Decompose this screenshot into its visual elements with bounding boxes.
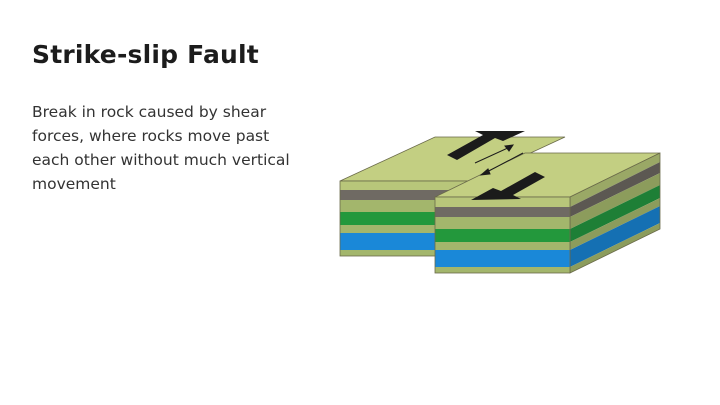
fault-slip-arrows [474, 144, 524, 176]
back-arrow [447, 131, 525, 160]
front-block-front-strata [434, 196, 571, 274]
strike-slip-fault-diagram [339, 131, 661, 274]
front-block-side-strata [569, 152, 661, 274]
slide-body-text: Break in rock caused by shear forces, wh… [32, 103, 290, 193]
slide-title: Strike-slip Fault [32, 40, 259, 69]
front-block [434, 152, 661, 274]
front-arrow [471, 172, 545, 200]
